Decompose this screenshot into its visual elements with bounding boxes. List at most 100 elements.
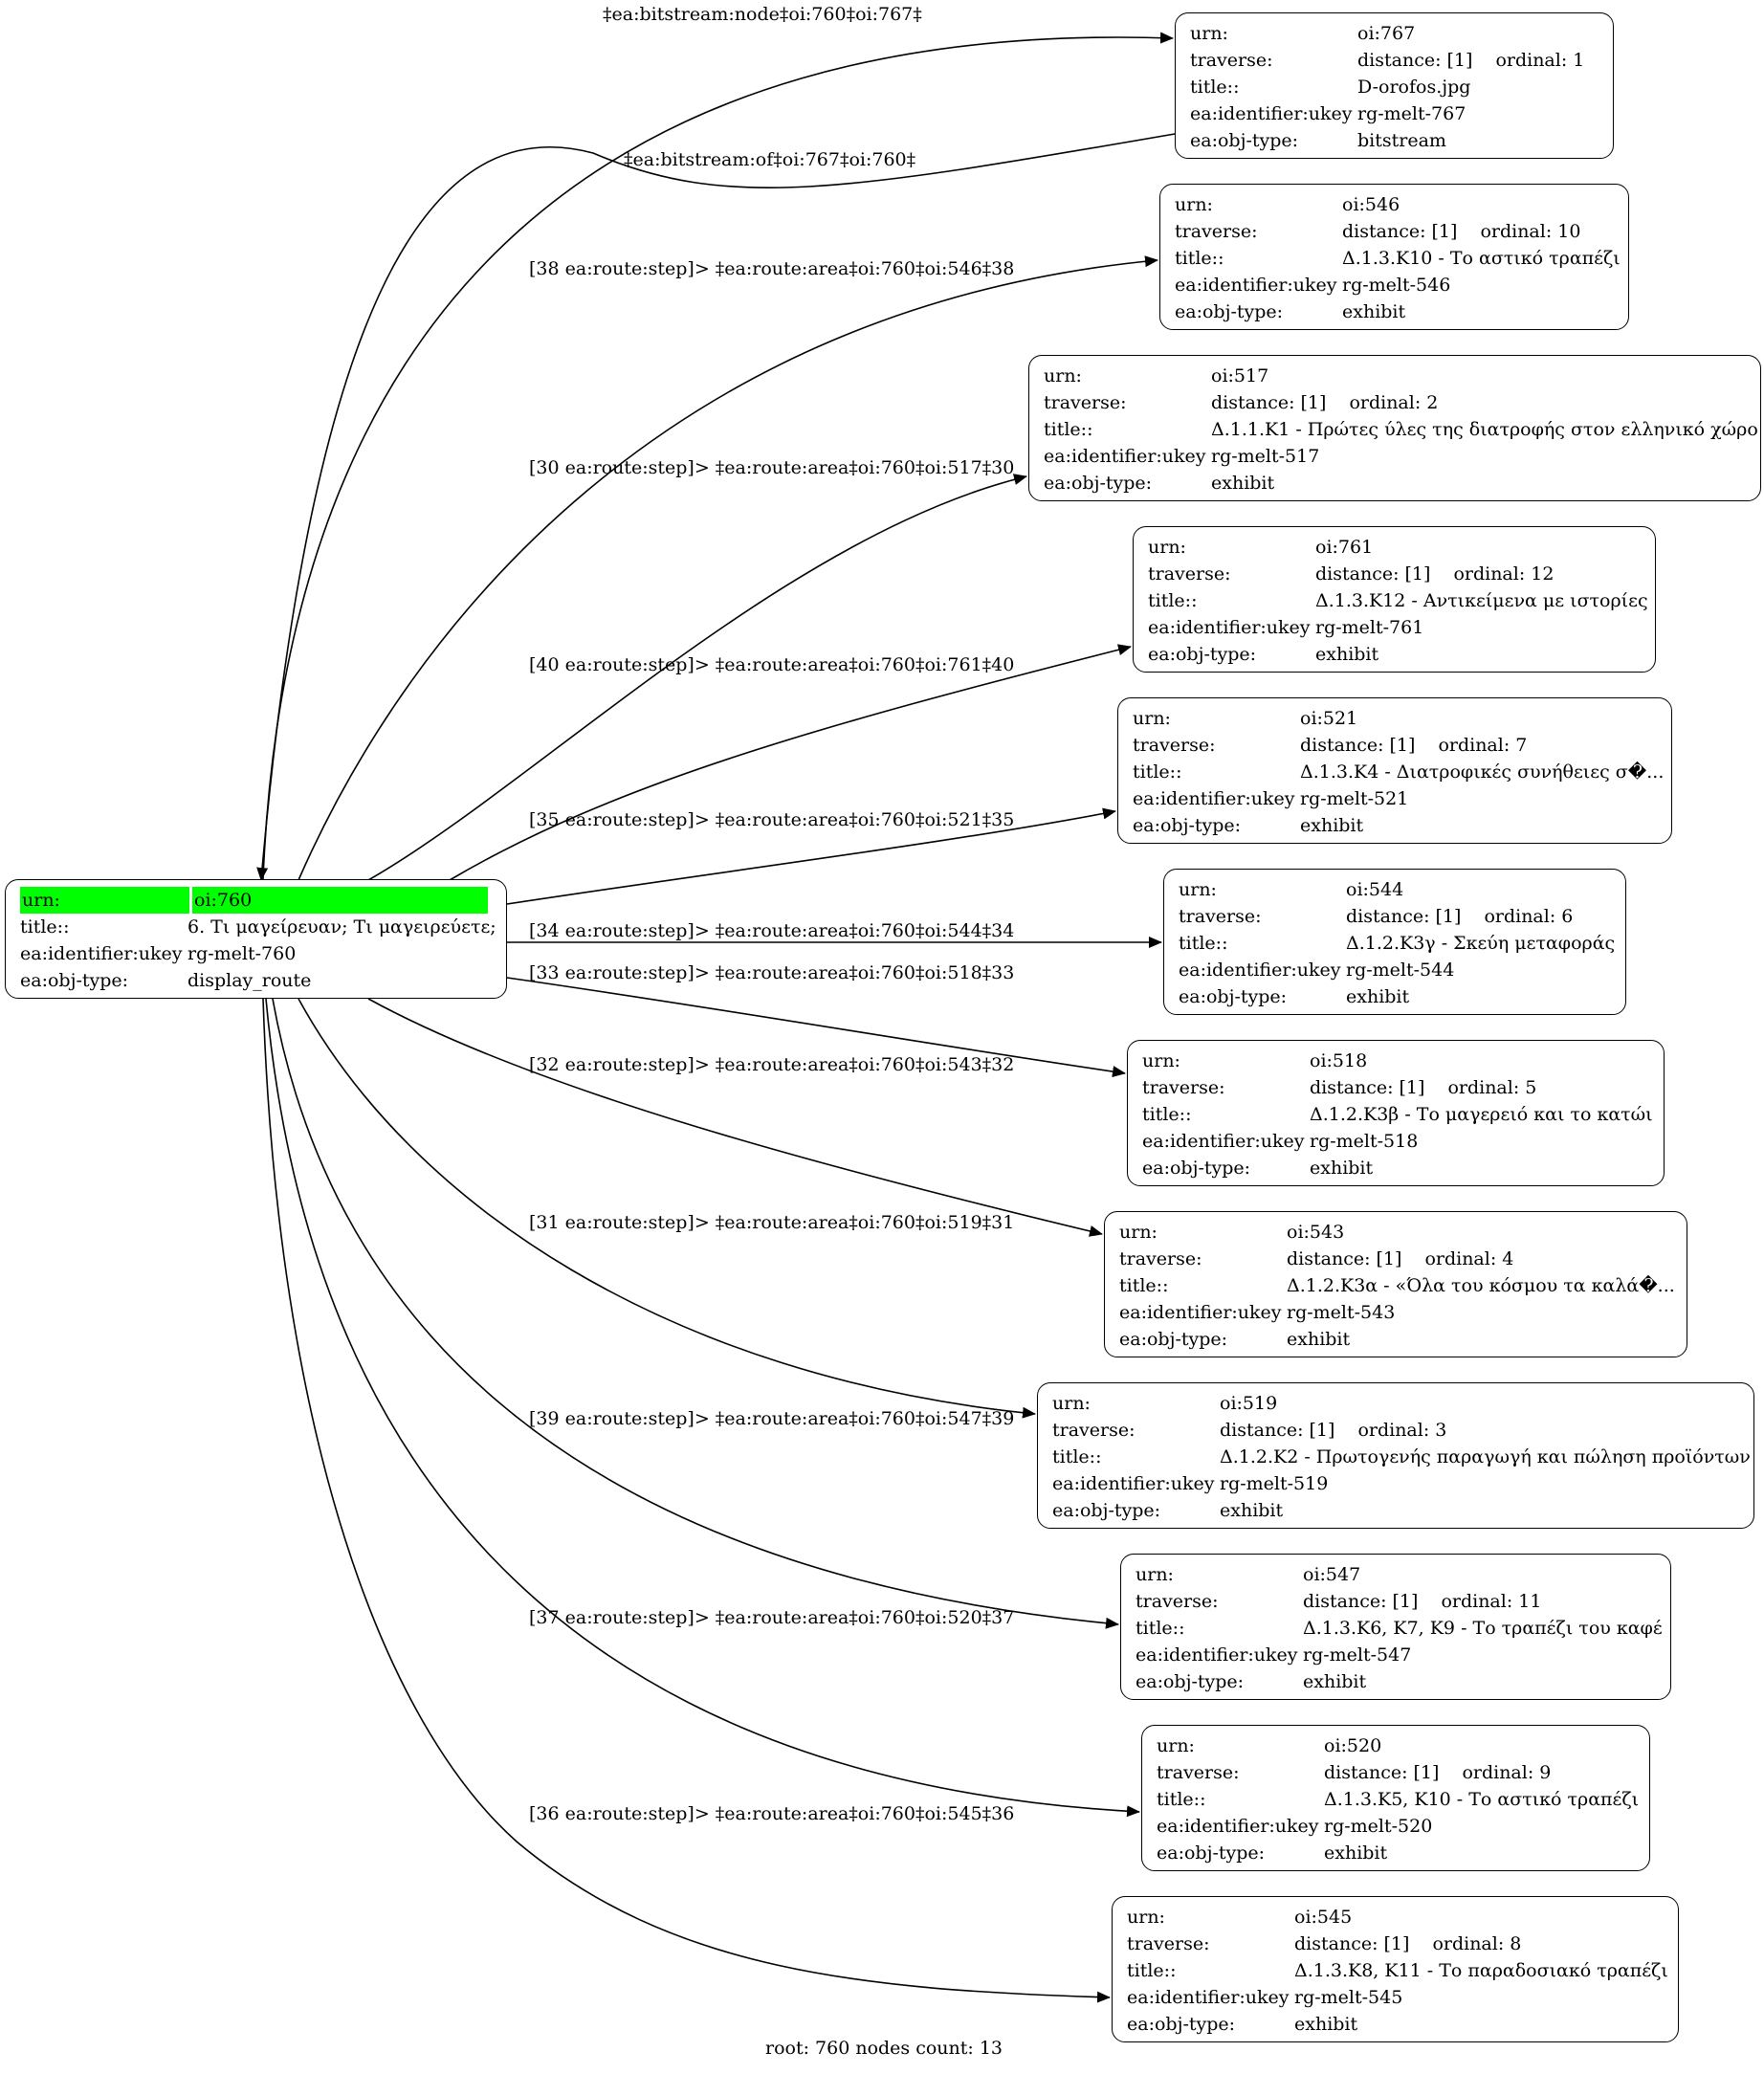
node-urn-key: urn: bbox=[1133, 708, 1171, 729]
node-row-urn: urn:oi:547 bbox=[1136, 1561, 1655, 1588]
node-row-traverse: traverse:distance: [1]ordinal: 3 bbox=[1052, 1417, 1738, 1444]
node-objtype-key: ea:obj-type: bbox=[1044, 473, 1153, 494]
node-objtype: exhibit bbox=[1303, 1671, 1367, 1692]
node-ukey-key: ea:identifier:ukey bbox=[1175, 275, 1337, 296]
node-row-urn: urn:oi:519 bbox=[1052, 1390, 1738, 1417]
node-urn-key: urn: bbox=[1190, 23, 1228, 44]
node-row-objtype: ea:obj-type:exhibit bbox=[1119, 1326, 1671, 1353]
node-ukey-value: rg-melt-545 bbox=[1294, 1984, 1663, 2011]
node-traverse-value: distance: [1] ordinal: 7 bbox=[1300, 732, 1656, 759]
node-row-objtype: ea:obj-type:exhibit bbox=[1148, 641, 1640, 668]
node-row-title: title::Δ.1.3.Κ10 - Το αστικό τραπέζι bbox=[1175, 245, 1621, 272]
edge-3 bbox=[367, 474, 1027, 881]
edge-label-0: ‡ea:bitstream:node‡oi:760‡oi:767‡ bbox=[603, 4, 922, 25]
node-objtype-key: ea:obj-type: bbox=[1190, 130, 1299, 151]
node-ordinal: ordinal: 12 bbox=[1453, 563, 1555, 585]
node-objtype: exhibit bbox=[1211, 473, 1275, 494]
node-row-urn: urn:oi:544 bbox=[1179, 876, 1610, 903]
node-ukey-key: ea:identifier:ukey bbox=[1142, 1131, 1305, 1152]
node-ukey: rg-melt-767 bbox=[1357, 103, 1466, 124]
node-oi767[interactable]: urn: oi:767 traverse:distance: [1]ordinal:… bbox=[1175, 12, 1614, 159]
edge-label-3: [30 ea:route:step]> ‡ea:route:area‡oi:76… bbox=[529, 457, 1015, 478]
node-ukey-value: rg-melt-547 bbox=[1303, 1642, 1655, 1668]
node-row-objtype: ea:obj-type: exhibit bbox=[1127, 2011, 1663, 2038]
node-objtype-value: exhibit bbox=[1300, 812, 1656, 839]
node-objtype-value: exhibit bbox=[1342, 298, 1613, 325]
node-urn-value: oi:761 bbox=[1315, 534, 1640, 561]
node-ukey-value: rg-melt-520 bbox=[1324, 1813, 1634, 1840]
node-row-traverse: traverse:distance: [1]ordinal: 1 bbox=[1190, 47, 1598, 74]
node-row-title: title::D-orofos.jpg bbox=[1190, 74, 1598, 100]
node-ukey: rg-melt-519 bbox=[1220, 1473, 1329, 1494]
node-title-value: Δ.1.3.Κ5, Κ10 - Το αστικό τραπέζι bbox=[1324, 1786, 1639, 1813]
node-objtype-value: exhibit bbox=[1310, 1155, 1648, 1181]
node-row-traverse: traverse:distance: [1]ordinal: 10 bbox=[1175, 218, 1613, 245]
node-title-key: title:: bbox=[1190, 77, 1240, 98]
node-row-title: title::Δ.1.1.Κ1 - Πρώτες ύλες της διατρο… bbox=[1044, 416, 1758, 443]
node-row-traverse: traverse:distance: [1]ordinal: 7 bbox=[1133, 732, 1656, 759]
node-traverse-key: traverse: bbox=[1142, 1077, 1225, 1098]
node-objtype: exhibit bbox=[1294, 2014, 1358, 2035]
node-title-key: title:: bbox=[1133, 761, 1182, 783]
node-row-traverse: traverse:distance: [1]ordinal: 5 bbox=[1142, 1074, 1648, 1101]
node-title-key: title:: bbox=[1142, 1104, 1192, 1125]
node-ordinal: ordinal: 3 bbox=[1357, 1420, 1447, 1441]
node-objtype-value: exhibit bbox=[1287, 1326, 1671, 1353]
node-objtype-value: exhibit bbox=[1315, 641, 1640, 668]
root-node[interactable]: urn: oi:760 title:: 6. Τι μαγείρευαν; Τι… bbox=[5, 879, 507, 999]
node-ukey-value: rg-melt-521 bbox=[1300, 785, 1656, 812]
node-title: Δ.1.3.Κ8, Κ11 - Το παραδοσιακό τραπέζι bbox=[1294, 1960, 1668, 1981]
node-distance: distance: [1] bbox=[1220, 1420, 1335, 1441]
node-urn: oi:546 bbox=[1342, 194, 1400, 215]
node-title-key: title:: bbox=[1052, 1446, 1102, 1467]
node-ukey-value: rg-melt-517 bbox=[1211, 443, 1745, 470]
node-distance: distance: [1] bbox=[1300, 735, 1416, 756]
node-urn: oi:547 bbox=[1303, 1564, 1361, 1585]
node-ukey-value: rg-melt-544 bbox=[1346, 957, 1610, 983]
node-title-key: title:: bbox=[1044, 419, 1093, 440]
node-traverse-key: traverse: bbox=[1119, 1248, 1202, 1269]
node-title-value: Δ.1.3.Κ12 - Αντικείμενα με ιστορίες bbox=[1315, 587, 1648, 614]
node-ukey-key: ea:identifier:ukey bbox=[1127, 1987, 1290, 2008]
node-distance: distance: [1] bbox=[1342, 221, 1458, 242]
node-traverse-key: traverse: bbox=[1157, 1762, 1240, 1783]
node-title: Δ.1.3.Κ10 - Το αστικό τραπέζι bbox=[1342, 248, 1621, 269]
node-urn: oi:767 bbox=[1357, 23, 1416, 44]
edge-label-11: [37 ea:route:step]> ‡ea:route:area‡oi:76… bbox=[529, 1607, 1015, 1628]
node-ordinal: ordinal: 7 bbox=[1438, 735, 1528, 756]
node-title-value: D-orofos.jpg bbox=[1357, 74, 1598, 100]
node-objtype: exhibit bbox=[1324, 1842, 1388, 1864]
node-title-value: Δ.1.3.Κ10 - Το αστικό τραπέζι bbox=[1342, 245, 1621, 272]
node-distance: distance: [1] bbox=[1324, 1762, 1440, 1783]
edge-label-7: [33 ea:route:step]> ‡ea:route:area‡oi:76… bbox=[529, 962, 1015, 983]
node-ukey-value: rg-melt-761 bbox=[1315, 614, 1640, 641]
node-row-urn: urn:oi:761 bbox=[1148, 534, 1640, 561]
node-distance: distance: [1] bbox=[1357, 50, 1473, 71]
edge-12 bbox=[262, 998, 1111, 2003]
edge-label-5: [35 ea:route:step]> ‡ea:route:area‡oi:76… bbox=[529, 809, 1015, 830]
node-objtype-key: ea:obj-type: bbox=[1127, 2014, 1236, 2035]
edge-label-12: [36 ea:route:step]> ‡ea:route:area‡oi:76… bbox=[529, 1803, 1015, 1824]
node-row-title: title::Δ.1.3.Κ8, Κ11 - Το παραδοσιακό τρ… bbox=[1127, 1957, 1668, 1984]
node-ukey-key: ea:identifier:ukey bbox=[1133, 788, 1295, 809]
node-ukey: rg-melt-517 bbox=[1211, 446, 1320, 467]
node-title-value: Δ.1.3.Κ4 - Διατροφικές συνήθειες σ�... bbox=[1300, 759, 1664, 785]
edge-2 bbox=[298, 255, 1158, 881]
